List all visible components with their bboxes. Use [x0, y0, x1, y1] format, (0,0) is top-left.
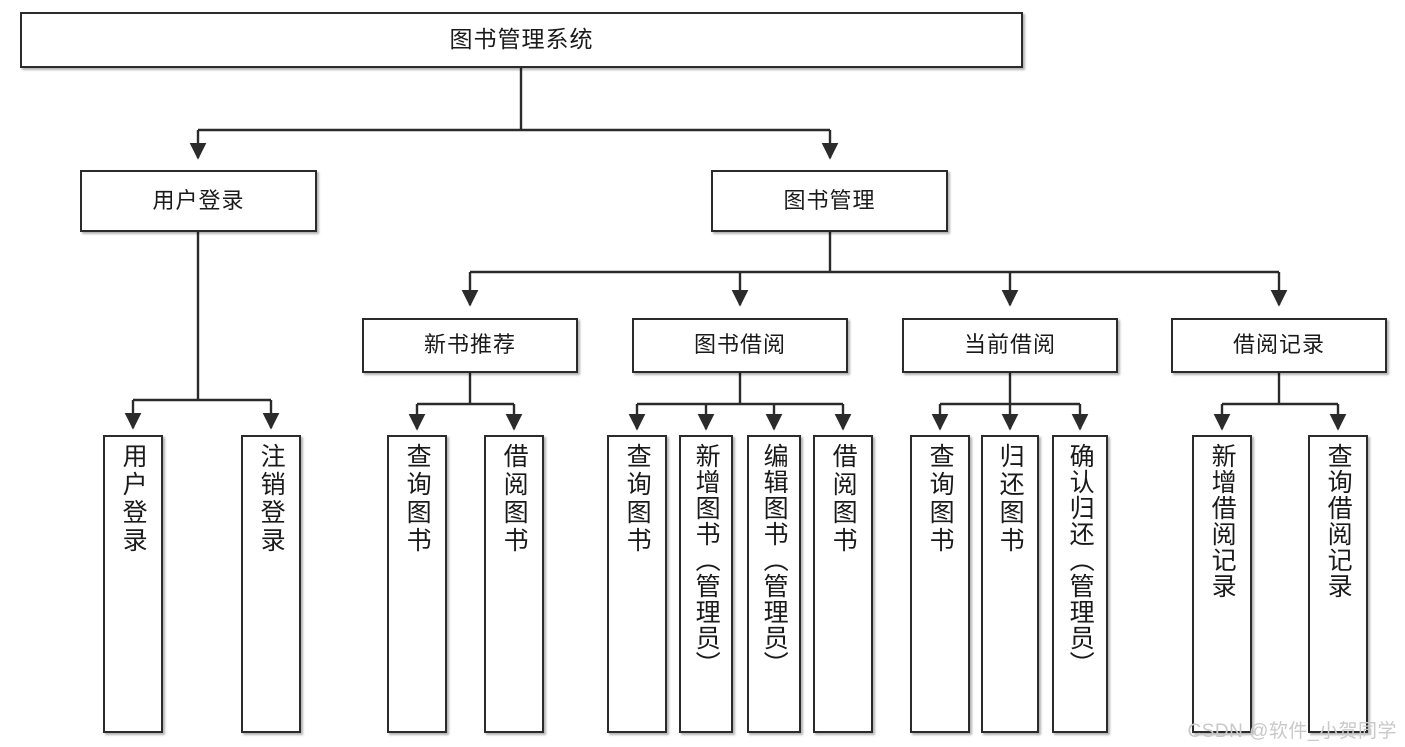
node-user-login[interactable]: 用户登录: [80, 170, 317, 232]
leaf-query-borrow-record[interactable]: 查询借阅记录: [1308, 435, 1368, 733]
leaf-borrow-book[interactable]: 借阅图书: [813, 435, 873, 733]
node-label: 新增图书（管理员）: [692, 443, 721, 677]
node-root-book-management-system[interactable]: 图书管理系统: [20, 12, 1023, 68]
node-label: 确认归还（管理员）: [1066, 443, 1095, 677]
leaf-borrow-book-new[interactable]: 借阅图书: [484, 435, 544, 733]
node-label: 新增借阅记录: [1208, 443, 1237, 599]
node-label: 查询图书: [623, 443, 652, 555]
leaf-query-book[interactable]: 查询图书: [607, 435, 667, 733]
node-label: 查询图书: [403, 443, 432, 555]
node-label: 借阅图书: [829, 443, 858, 555]
node-label: 查询图书: [926, 443, 955, 555]
node-book-borrow[interactable]: 图书借阅: [632, 318, 848, 373]
leaf-query-book-current[interactable]: 查询图书: [910, 435, 970, 733]
node-label: 图书借阅: [693, 332, 786, 358]
node-label: 图书管理: [783, 187, 876, 213]
node-label: 归还图书: [996, 443, 1025, 555]
leaf-return-book[interactable]: 归还图书: [981, 435, 1039, 733]
node-label: 新书推荐: [423, 332, 516, 358]
node-book-management[interactable]: 图书管理: [711, 170, 948, 232]
node-label: 编辑图书（管理员）: [760, 443, 789, 677]
leaf-query-book-new[interactable]: 查询图书: [387, 435, 447, 733]
leaf-confirm-return-admin[interactable]: 确认归还（管理员）: [1052, 435, 1108, 733]
leaf-add-borrow-record[interactable]: 新增借阅记录: [1192, 435, 1252, 733]
node-new-book-recommend[interactable]: 新书推荐: [362, 318, 578, 373]
leaf-edit-book-admin[interactable]: 编辑图书（管理员）: [747, 435, 801, 733]
leaf-add-book-admin[interactable]: 新增图书（管理员）: [679, 435, 733, 733]
node-label: 用户登录: [119, 443, 148, 555]
node-label: 借阅记录: [1232, 332, 1325, 358]
node-borrow-record[interactable]: 借阅记录: [1171, 318, 1387, 373]
node-label: 图书管理系统: [449, 26, 594, 53]
leaf-user-logout[interactable]: 注销登录: [241, 435, 301, 733]
node-label: 注销登录: [257, 443, 286, 555]
node-label: 当前借阅: [963, 332, 1056, 358]
node-label: 借阅图书: [500, 443, 529, 555]
leaf-user-login[interactable]: 用户登录: [103, 435, 163, 733]
node-current-borrow[interactable]: 当前借阅: [902, 318, 1118, 373]
node-label: 查询借阅记录: [1324, 443, 1353, 599]
watermark: CSDN @软件_小贺同学: [1187, 721, 1397, 742]
node-label: 用户登录: [152, 187, 245, 213]
